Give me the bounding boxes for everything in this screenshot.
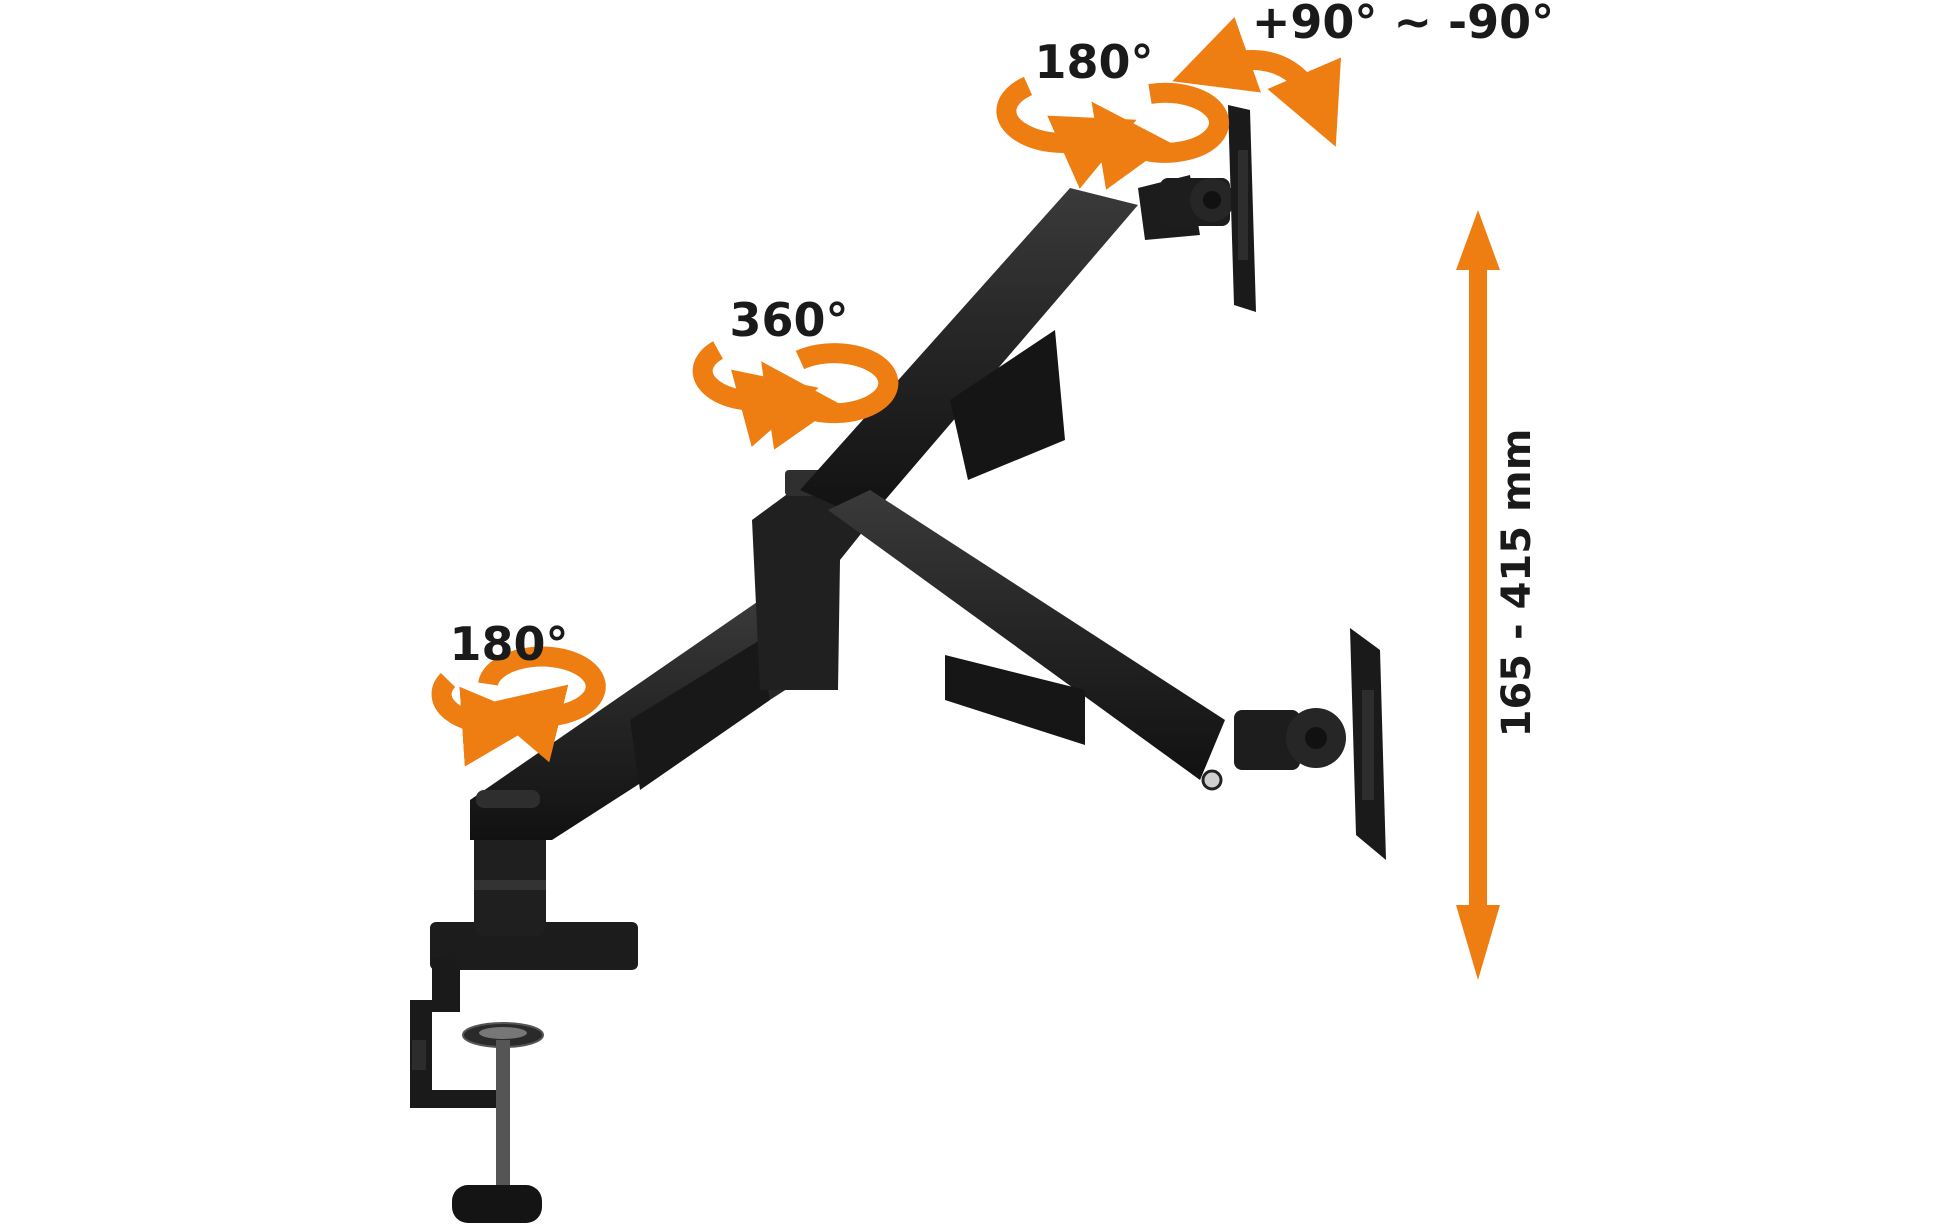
lower-right-arm xyxy=(828,490,1225,791)
top-monitor-head xyxy=(1160,105,1256,312)
elbow-rotation-label: 360° xyxy=(729,293,848,347)
desk-clamp xyxy=(410,922,638,1223)
lower-arm xyxy=(470,600,832,840)
tilt-label: +90° ~ -90° xyxy=(1252,0,1554,49)
base-swivel-label: 180° xyxy=(449,617,568,671)
height-arrow-top-head xyxy=(1456,210,1500,270)
head-swivel-arrow xyxy=(996,76,1230,190)
tilt-arrow xyxy=(1172,17,1341,147)
height-range-label: 165 - 415 mm xyxy=(1494,429,1540,738)
head-swivel-label: 180° xyxy=(1034,35,1153,89)
elbow-rotation-arrow xyxy=(692,341,899,450)
height-arrow-bottom-head xyxy=(1456,905,1500,980)
bottom-monitor-head xyxy=(1234,628,1386,860)
base-swivel-arrow xyxy=(431,646,606,767)
